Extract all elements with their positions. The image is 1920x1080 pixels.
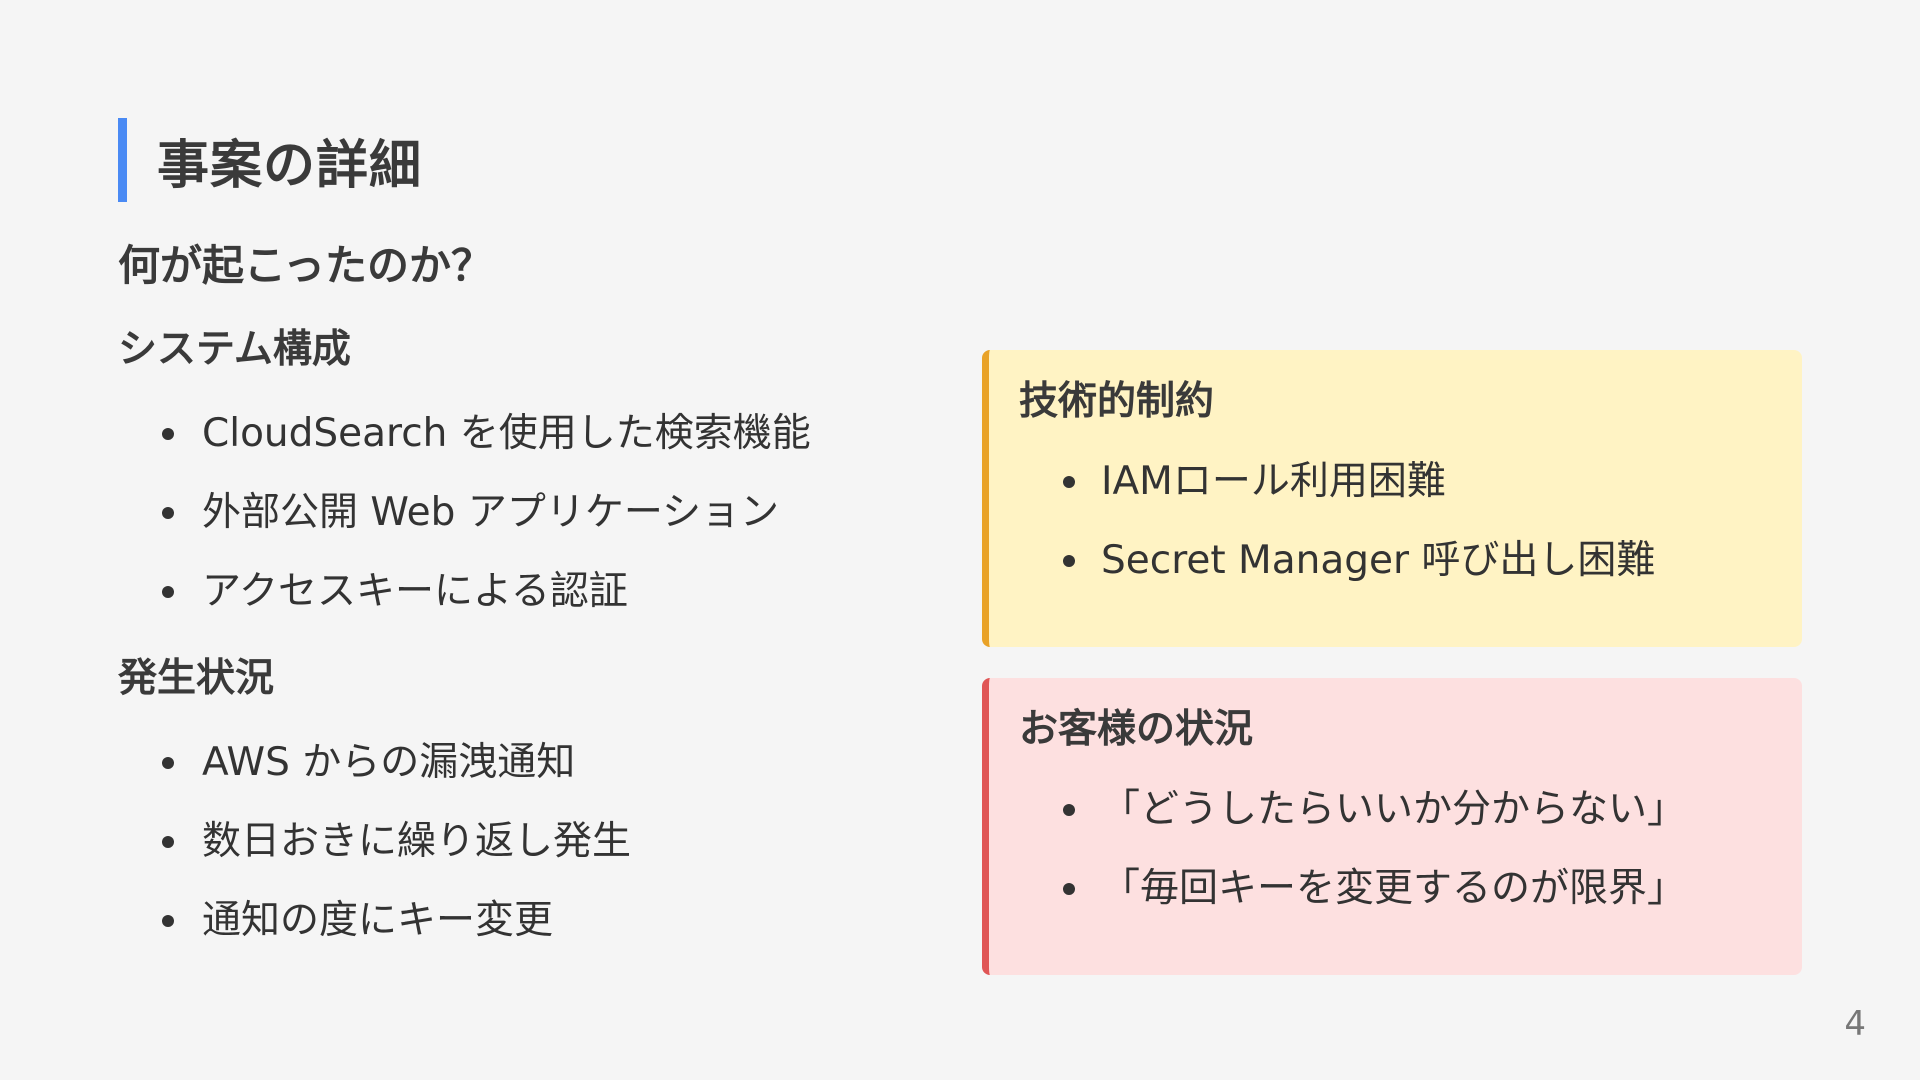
list-item-text: 数日おきに繰り返し発生 [202,819,632,864]
bullet-icon [162,757,174,769]
list-item: 数日おきに繰り返し発生 [118,802,938,881]
list-item-text: 外部公開 Web アプリケーション [202,490,780,535]
list-item: 外部公開 Web アプリケーション [118,473,938,552]
list-item-text: CloudSearch を使用した検索機能 [202,411,811,456]
list-item-text: 通知の度にキー変更 [202,898,554,943]
list-item: CloudSearch を使用した検索機能 [118,394,938,473]
bullet-icon [1063,476,1075,488]
bullet-icon [1063,555,1075,567]
list-item: 「毎回キーを変更するのが限界」 [1019,849,1802,928]
page-title: 事案の詳細 [157,135,423,196]
list-item: IAMロール利用困難 [1019,442,1802,521]
bullet-icon [1063,883,1075,895]
section-heading-system: システム構成 [118,327,351,372]
bullet-icon [1063,804,1075,816]
list-item: Secret Manager 呼び出し困難 [1019,521,1802,600]
bullet-icon [162,586,174,598]
list-item-text: 「毎回キーを変更するのが限界」 [1101,866,1687,911]
bullet-icon [162,836,174,848]
list-item: アクセスキーによる認証 [118,552,938,631]
title-accent-bar [118,118,127,202]
customer-situation-box: お客様の状況 「どうしたらいいか分からない」 「毎回キーを変更するのが限界」 [982,678,1802,975]
left-column: 何が起こったのか？ システム構成 CloudSearch を使用した検索機能 外… [118,236,938,960]
page-number: 4 [1844,1004,1866,1044]
list-item-text: AWS からの漏洩通知 [202,740,576,785]
system-config-list: CloudSearch を使用した検索機能 外部公開 Web アプリケーション … [118,394,938,631]
bullet-icon [162,915,174,927]
list-item-text: アクセスキーによる認証 [202,569,628,614]
bullet-icon [162,428,174,440]
bullet-icon [162,507,174,519]
list-item: 「どうしたらいいか分からない」 [1019,770,1802,849]
list-item: 通知の度にキー変更 [118,881,938,960]
list-item: AWS からの漏洩通知 [118,723,938,802]
list-item-text: Secret Manager 呼び出し困難 [1101,538,1656,583]
list-item-text: IAMロール利用困難 [1101,459,1446,504]
customer-situation-list: 「どうしたらいいか分からない」 「毎回キーを変更するのが限界」 [1019,770,1802,928]
page-subtitle: 何が起こったのか？ [118,241,494,290]
section-heading-occurrence: 発生状況 [118,656,275,701]
technical-constraints-list: IAMロール利用困難 Secret Manager 呼び出し困難 [1019,442,1802,600]
list-item-text: 「どうしたらいいか分からない」 [1101,787,1687,832]
technical-constraints-box: 技術的制約 IAMロール利用困難 Secret Manager 呼び出し困難 [982,350,1802,647]
customer-situation-title: お客様の状況 [1019,707,1254,752]
technical-constraints-title: 技術的制約 [1019,379,1215,424]
title-block: 事案の詳細 [118,118,422,202]
occurrence-list: AWS からの漏洩通知 数日おきに繰り返し発生 通知の度にキー変更 [118,723,938,960]
